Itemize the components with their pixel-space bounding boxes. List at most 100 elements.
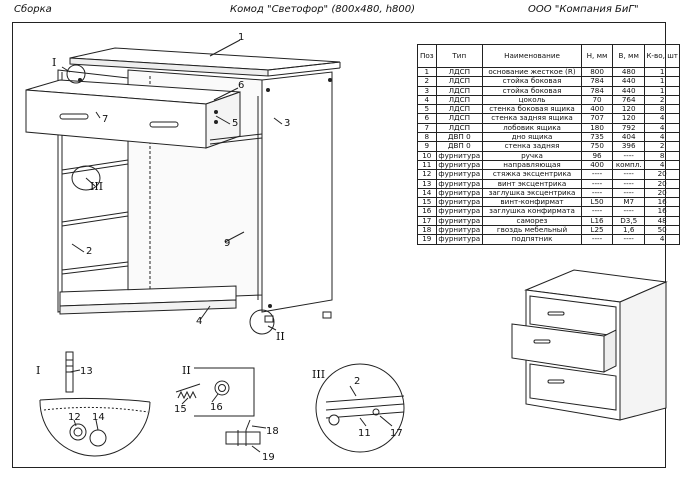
table-cell: 4 [644,234,680,245]
callout-16: 16 [210,402,223,413]
callout-11: 11 [358,428,371,439]
col-width: B, мм [612,44,646,68]
callout-1: 1 [238,32,244,43]
table-cell: стойка боковая [482,85,582,96]
table-cell: ---- [612,169,646,180]
callout-3: 3 [284,118,290,129]
table-cell: ЛДСП [435,76,484,87]
table-cell: 16 [417,206,437,217]
plinth [59,285,237,315]
callout-18: 18 [266,426,279,437]
table-cell: ЛДСП [435,85,484,96]
table-cell: 1 [644,85,680,96]
callout-9: 9 [224,238,230,249]
table-cell: фурнитура [435,169,484,180]
drawing-frame [12,22,666,468]
table-cell: стойка боковая [482,76,582,87]
table-cell: 440 [612,85,646,96]
table-cell: 707 [580,113,614,124]
table-cell: 784 [580,76,614,87]
table-cell: 20 [644,169,680,180]
detail-III [315,363,405,453]
callout-19: 19 [262,452,275,463]
table-cell: заглушка конфирмата [482,206,582,217]
table-cell: 440 [612,76,646,87]
table-cell: 6 [417,113,437,124]
view-marker-I: I [52,56,56,69]
callout-6: 6 [238,80,244,91]
col-position: Поз [417,44,437,68]
detail-II [175,367,267,453]
table-cell: фурнитура [435,234,484,245]
right-side-panel [257,71,333,313]
callout-14: 14 [92,412,105,423]
top-panel [69,47,341,77]
header-right-title: ООО "Компания БиГ" [528,4,639,15]
col-height: H, мм [580,44,614,68]
table-cell: 13 [417,178,437,189]
table-cell: ---- [580,178,614,189]
table-cell: 784 [580,85,614,96]
callout-2: 2 [86,246,92,257]
parts-table: Поз Тип Наименование H, мм B, мм К-во, ш… [417,44,680,245]
table-cell: 120 [612,113,646,124]
callout-15: 15 [174,404,187,415]
table-cell: 2 [644,141,680,152]
table-cell: ---- [580,234,614,245]
table-cell: 12 [417,169,437,180]
callout-17: 17 [390,428,403,439]
table-cell: стенка задняя [482,141,582,152]
table-cell: стенка задняя ящика [482,113,582,124]
table-cell: подпятник [482,234,582,245]
header-center-title: Комод "Светофор" (800х480, h800) [230,4,416,15]
table-cell: ---- [580,206,614,217]
header-left-title: Сборка [14,4,52,15]
chest-preview [511,269,668,421]
callout-5: 5 [232,118,238,129]
detail-label-I: I [36,364,40,377]
table-cell: 2 [417,76,437,87]
table-cell: ---- [580,169,614,180]
drawer [25,79,241,149]
table-cell: ДВП 0 [435,141,484,152]
table-cell: 396 [612,141,646,152]
table-cell: стяжка эксцентрика [482,169,582,180]
col-name: Наименование [482,44,582,68]
table-cell: 3 [417,85,437,96]
col-quantity: К-во, шт [644,44,680,68]
detail-I [39,351,151,457]
parts-table-header: Поз Тип Наименование H, мм B, мм К-во, ш… [417,44,680,68]
table-cell: винт эксцентрика [482,178,582,189]
table-cell: 9 [417,141,437,152]
callout-4: 4 [196,316,202,327]
table-cell: 1 [644,76,680,87]
callout-13: 13 [80,366,93,377]
callout-2-detail: 2 [354,376,360,387]
table-cell: 16 [644,206,680,217]
table-cell: 750 [580,141,614,152]
table-cell: ---- [612,206,646,217]
col-type: Тип [435,44,484,68]
table-cell: ---- [612,178,646,189]
view-marker-III: III [90,180,103,193]
detail-label-II: II [182,364,191,377]
table-cell: фурнитура [435,206,484,217]
detail-label-III: III [312,368,325,381]
callout-7: 7 [102,114,108,125]
table-cell: 19 [417,234,437,245]
table-cell: 4 [644,113,680,124]
table-cell: фурнитура [435,178,484,189]
